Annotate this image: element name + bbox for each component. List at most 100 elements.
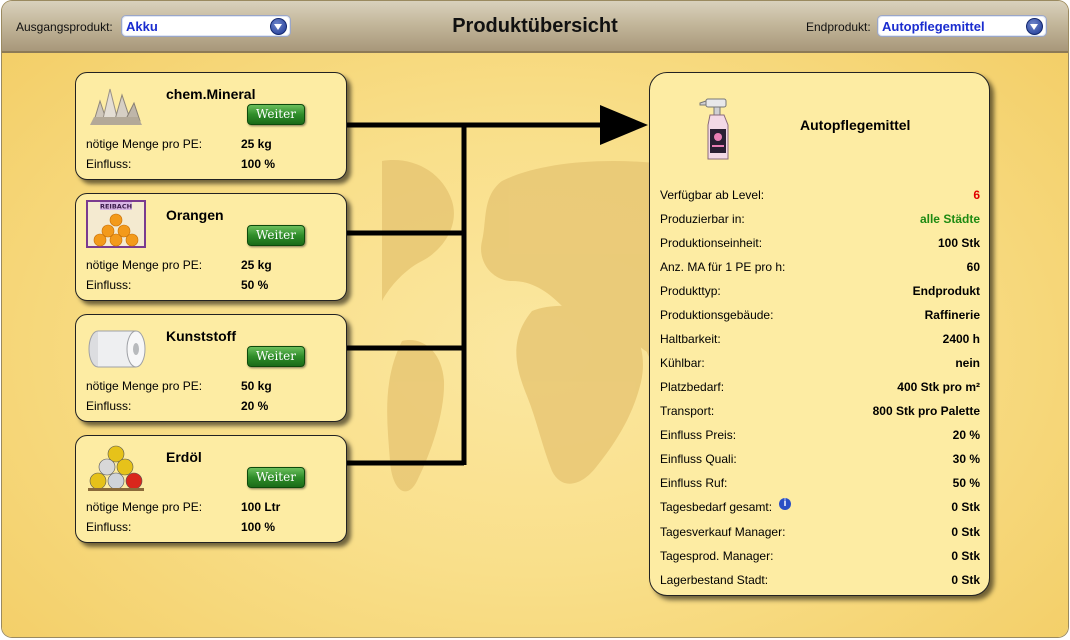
target-product-label: Endprodukt: [806,20,871,34]
quantity-value: 100 Ltr [241,500,281,514]
ingredient-card: chem.Mineral Weiter nötige Menge pro PE:… [75,72,347,180]
attribute-value: 100 Stk [937,236,980,250]
attribute-key: Einfluss Preis: [660,428,737,442]
attribute-key: Platzbedarf: [660,380,725,394]
arrow-head-icon [600,105,648,145]
attribute-row: Tagesbedarf gesamt: i 0 Stk [660,498,980,518]
attribute-row: Haltbarkeit:2400 h [660,332,980,350]
page-title: Produktübersicht [452,15,618,37]
influence-value: 100 % [241,157,276,171]
attribute-key: Transport: [660,404,715,418]
attribute-row: Kühlbar: nein [660,356,980,374]
attribute-row: Produktionsgebäude: Raffinerie [660,308,980,326]
attribute-key: Einfluss Quali: [660,452,737,466]
quantity-label: nötige Menge pro PE: [86,500,203,514]
mineral-crystal-icon [90,88,142,125]
chevron-down-icon[interactable] [1026,18,1043,35]
quantity-label: nötige Menge pro PE: [86,137,203,151]
attribute-value: 0 Stk [951,500,980,514]
quantity-value: 50 kg [241,379,272,393]
attribute-row: Produktionseinheit: 100 Stk [660,236,980,254]
attribute-row: Einfluss Ruf: 50 % [660,476,980,494]
source-product-label: Ausgangsprodukt: [16,20,113,34]
attribute-row: Tagesprod. Manager: 0 Stk [660,549,980,567]
attribute-value: nein [955,356,980,370]
attribute-value: 400 Stk pro m² [897,380,980,394]
weiter-button[interactable]: Weiter [247,346,305,367]
attribute-key: Anz. MA für 1 PE pro h: [660,260,786,274]
attribute-value: 0 Stk [951,573,980,587]
weiter-button[interactable]: Weiter [247,467,305,488]
attribute-value: 0 Stk [951,549,980,563]
attribute-key: Kühlbar: [660,356,705,370]
influence-label: Einfluss: [86,520,132,534]
attribute-value: 50 % [952,476,980,490]
weiter-button[interactable]: Weiter [247,225,305,246]
attribute-key: Produzierbar in: [660,212,745,226]
target-product-select[interactable]: Autopflegemittel [877,15,1047,37]
ingredient-card: REIBACH Orangen Weiter nötige Menge pro … [75,193,347,301]
attribute-value: 20 % [952,428,980,442]
attribute-row: Platzbedarf: 400 Stk pro m² [660,380,980,398]
influence-value: 50 % [241,278,269,292]
attribute-row: Anz. MA für 1 PE pro h: 60 [660,260,980,278]
attribute-key: Produktionseinheit: [660,236,763,250]
quantity-label: nötige Menge pro PE: [86,258,203,272]
chevron-down-icon[interactable] [270,18,287,35]
attribute-value: 60 [966,260,980,274]
attribute-value: 30 % [952,452,980,466]
header-bar: Ausgangsprodukt: Akku Produktübersicht E… [2,1,1068,53]
weiter-button[interactable]: Weiter [247,104,305,125]
attribute-value: Endprodukt [912,284,980,298]
attribute-key: Produkttyp: [660,284,721,298]
attribute-value: 800 Stk pro Palette [872,404,980,418]
target-product-value: Autopflegemittel [882,19,985,34]
ingredient-name: Orangen [166,207,224,223]
attribute-key: Einfluss Ruf: [660,476,728,490]
ingredient-name: chem.Mineral [166,86,256,102]
attribute-key: Tagesverkauf Manager: [660,525,786,539]
orange-crate-icon: REIBACH [86,200,146,248]
ingredient-card: Kunststoff Weiter nötige Menge pro PE: 5… [75,314,347,422]
product-name: Autopflegemittel [800,117,911,133]
attribute-key: Lagerbestand Stadt: [660,573,769,587]
attribute-row: Transport: 800 Stk pro Palette [660,404,980,422]
attribute-row: Produzierbar in: alle Städte [660,212,980,230]
influence-label: Einfluss: [86,157,132,171]
crate-label: REIBACH [100,203,132,211]
attribute-key: Tagesbedarf gesamt: [660,500,773,514]
influence-label: Einfluss: [86,399,132,413]
influence-label: Einfluss: [86,278,132,292]
ingredient-name: Erdöl [166,449,202,465]
plastic-roll-icon [88,330,146,368]
attribute-row: Lagerbestand Stadt: 0 Stk [660,573,980,591]
attribute-value: 6 [973,188,980,202]
attribute-row: Einfluss Quali: 30 % [660,452,980,470]
info-icon[interactable]: i [779,498,791,510]
spray-bottle-icon [699,98,729,160]
oil-barrels-icon [88,445,144,491]
attribute-value: Raffinerie [924,308,980,322]
ingredient-card: Erdöl Weiter nötige Menge pro PE: 100 Lt… [75,435,347,543]
quantity-label: nötige Menge pro PE: [86,379,203,393]
attribute-row: Tagesverkauf Manager: 0 Stk [660,525,980,543]
influence-value: 20 % [241,399,269,413]
attribute-value: 2400 h [942,332,980,346]
attribute-key: Produktionsgebäude: [660,308,774,322]
attribute-row: Verfügbar ab Level: 6 [660,188,980,206]
quantity-value: 25 kg [241,137,272,151]
attribute-key: Tagesprod. Manager: [660,549,774,563]
attribute-key: Verfügbar ab Level: [660,188,765,202]
ingredient-name: Kunststoff [166,328,236,344]
attribute-value: alle Städte [919,212,980,226]
attribute-row: Produkttyp: Endprodukt [660,284,980,302]
quantity-value: 25 kg [241,258,272,272]
influence-value: 100 % [241,520,276,534]
attribute-row: Einfluss Preis: 20 % [660,428,980,446]
source-product-value: Akku [126,19,158,34]
source-product-select[interactable]: Akku [121,15,291,37]
attribute-value: 0 Stk [951,525,980,539]
